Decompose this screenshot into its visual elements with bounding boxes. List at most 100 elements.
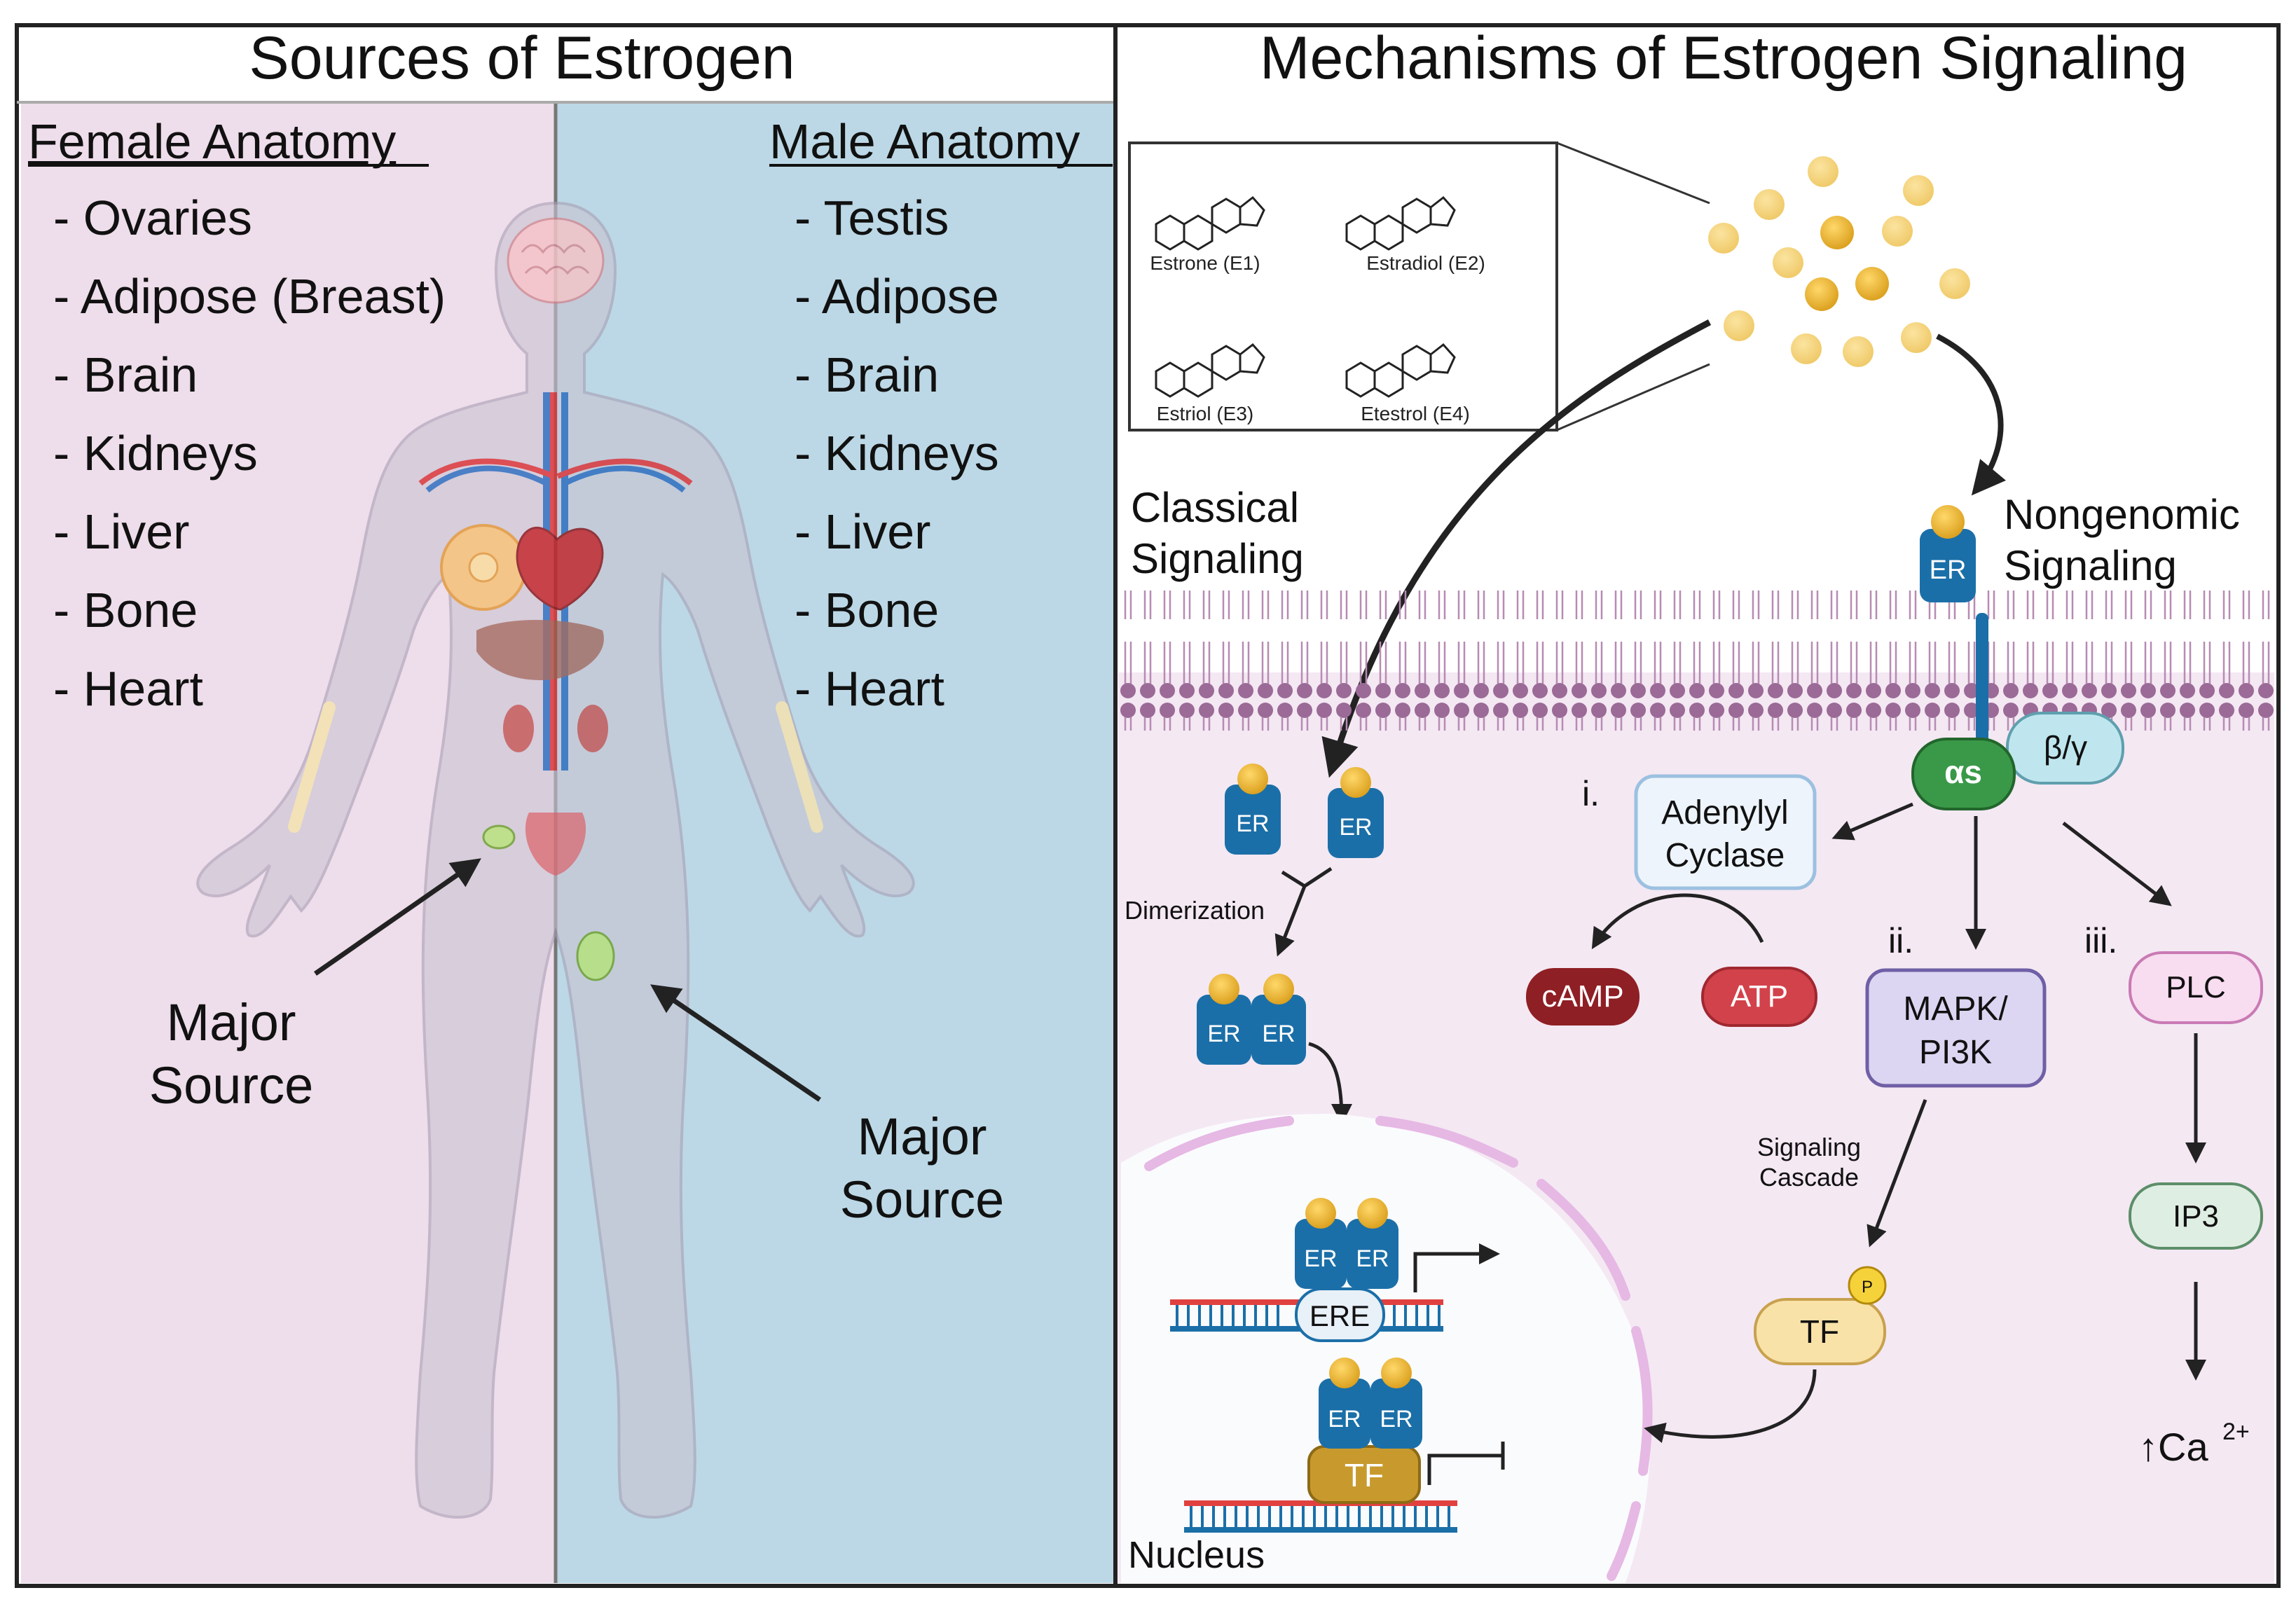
male-major-source-label: Source	[840, 1170, 1004, 1229]
tf-to-nucleus-arrow	[1644, 1369, 1817, 1444]
ip3-label: IP3	[2173, 1199, 2219, 1234]
tf-label: TF	[1345, 1457, 1384, 1493]
dna-ere-complex: ERE ER ER	[1170, 1198, 1500, 1342]
nongenomic-signaling-label: Signaling	[2004, 542, 2177, 589]
structure-label: Estriol (E3)	[1157, 403, 1253, 424]
er-label: ER	[1380, 1406, 1412, 1432]
nongenomic-signaling-label: Nongenomic	[2004, 491, 2240, 538]
pathway-ii-label: ii.	[1888, 921, 1913, 960]
er-label: ER	[1356, 1245, 1389, 1272]
structure-label: Etestrol (E4)	[1361, 403, 1470, 424]
calcium-increase: ↑Ca 2+	[2138, 1418, 2250, 1469]
nucleus-label: Nucleus	[1128, 1534, 1265, 1576]
atp-node: ATP	[1701, 967, 1817, 1027]
female-item: - Bone	[53, 583, 198, 637]
dimerization-label: Dimerization	[1125, 896, 1265, 925]
male-source-list: - Testis - Adipose - Brain - Kidneys - L…	[795, 191, 999, 716]
classical-signaling-label: Classical	[1131, 484, 1299, 531]
beta-gamma-subunit	[2006, 712, 2124, 785]
tf-node: TF P	[1754, 1266, 1887, 1365]
er-dimer: ER ER	[1197, 974, 1306, 1065]
nuclear-entry-arrow	[1308, 1042, 1352, 1125]
camp-label: cAMP	[1541, 979, 1623, 1014]
female-item: - Liver	[53, 504, 189, 559]
ovary-icon	[482, 824, 516, 850]
atp-label: ATP	[1731, 979, 1788, 1014]
male-item: - Heart	[795, 661, 944, 716]
female-item: - Heart	[53, 661, 203, 716]
adenylyl-label: Adenylyl	[1661, 794, 1788, 831]
transcription-repression-symbol	[1427, 1442, 1505, 1485]
alpha-to-plc-arrow	[2062, 822, 2172, 906]
left-panel-title: Sources of Estrogen	[249, 25, 795, 92]
alpha-s-subunit	[1911, 738, 2016, 810]
tf-label: TF	[1800, 1313, 1839, 1350]
male-anatomy-heading: Male Anatomy	[769, 114, 1080, 169]
mapk-label: PI3K	[1919, 1034, 1992, 1071]
phosphate-icon	[1848, 1266, 1887, 1305]
female-source-arrow	[314, 858, 481, 976]
uterus-icon	[525, 813, 586, 876]
mapk-label: MAPK/	[1903, 990, 2008, 1028]
membrane-er-receptor: ER	[1920, 505, 1988, 753]
pathway-i-label: i.	[1582, 774, 1600, 813]
er-label: ER	[1930, 555, 1967, 585]
heart-icon	[516, 526, 604, 611]
ere-label: ERE	[1309, 1299, 1370, 1332]
right-panel-border	[1113, 23, 2281, 1588]
adenylyl-cyclase-node: Adenylyl Cyclase	[1634, 774, 1817, 890]
male-item: - Brain	[795, 347, 939, 402]
bone-icon	[776, 701, 823, 833]
plc-node: PLC	[2129, 951, 2263, 1024]
er-monomer: ER	[1225, 764, 1281, 855]
adenylyl-label: Cyclase	[1665, 837, 1785, 874]
male-item: - Testis	[795, 191, 949, 245]
signaling-cascade-label: Signaling	[1757, 1133, 1861, 1161]
er-label: ER	[1304, 1245, 1337, 1272]
structure-label: Estrone (E1)	[1150, 252, 1260, 274]
female-item: - Ovaries	[53, 191, 252, 245]
dimerization-arrow	[1279, 866, 1333, 953]
male-item: - Adipose	[795, 269, 999, 324]
alpha-s-label: αs	[1944, 754, 1982, 790]
human-body-illustration	[196, 201, 915, 1519]
mapk-pi3k-node: MAPK/ PI3K	[1865, 968, 2047, 1088]
classical-signaling-label: Signaling	[1131, 535, 1304, 582]
calcium-superscript: 2+	[2222, 1418, 2250, 1445]
ip3-node: IP3	[2129, 1182, 2263, 1250]
mapk-to-tf-arrow	[1867, 1099, 1927, 1248]
female-major-source-label: Source	[149, 1056, 313, 1114]
beta-gamma-label: β/γ	[2044, 729, 2087, 766]
alpha-to-adenylyl-arrow	[1831, 802, 1913, 841]
right-panel-title: Mechanisms of Estrogen Signaling	[1260, 25, 2187, 92]
bone-icon	[288, 701, 336, 833]
testis-icon	[576, 931, 615, 981]
female-item: - Brain	[53, 347, 198, 402]
er-label: ER	[1262, 1021, 1295, 1047]
male-item: - Liver	[795, 504, 930, 559]
nongenomic-entry-arrow	[1936, 333, 2007, 496]
estrogen-structures-inset: Estrone (E1) Estradiol (E2) Estriol (E3)…	[1128, 141, 1710, 431]
structure-label: Estradiol (E2)	[1366, 252, 1485, 274]
male-item: - Bone	[795, 583, 939, 637]
estrogen-molecules	[1708, 156, 1970, 367]
dna-tf-complex: TF ER ER	[1184, 1358, 1505, 1533]
male-item: - Kidneys	[795, 426, 999, 481]
male-major-source-label: Major	[857, 1107, 987, 1166]
phosphate-label: P	[1862, 1278, 1873, 1297]
male-source-arrow	[650, 984, 821, 1102]
pathway-iii-label: iii.	[2084, 921, 2117, 960]
transcription-activation-arrow	[1413, 1243, 1500, 1292]
kidney-icon	[503, 705, 534, 752]
right-panel: Mechanisms of Estrogen Signaling Estrone…	[1113, 23, 2281, 1588]
er-label: ER	[1236, 810, 1269, 837]
cell-membrane	[1118, 591, 2274, 731]
er-label: ER	[1328, 1406, 1361, 1432]
liver-icon	[476, 620, 604, 680]
er-monomer: ER	[1328, 767, 1384, 858]
camp-node: cAMP	[1526, 968, 1639, 1025]
brain-icon	[507, 217, 605, 304]
female-major-source-label: Major	[166, 993, 296, 1051]
female-anatomy-heading: Female Anatomy	[28, 114, 396, 169]
